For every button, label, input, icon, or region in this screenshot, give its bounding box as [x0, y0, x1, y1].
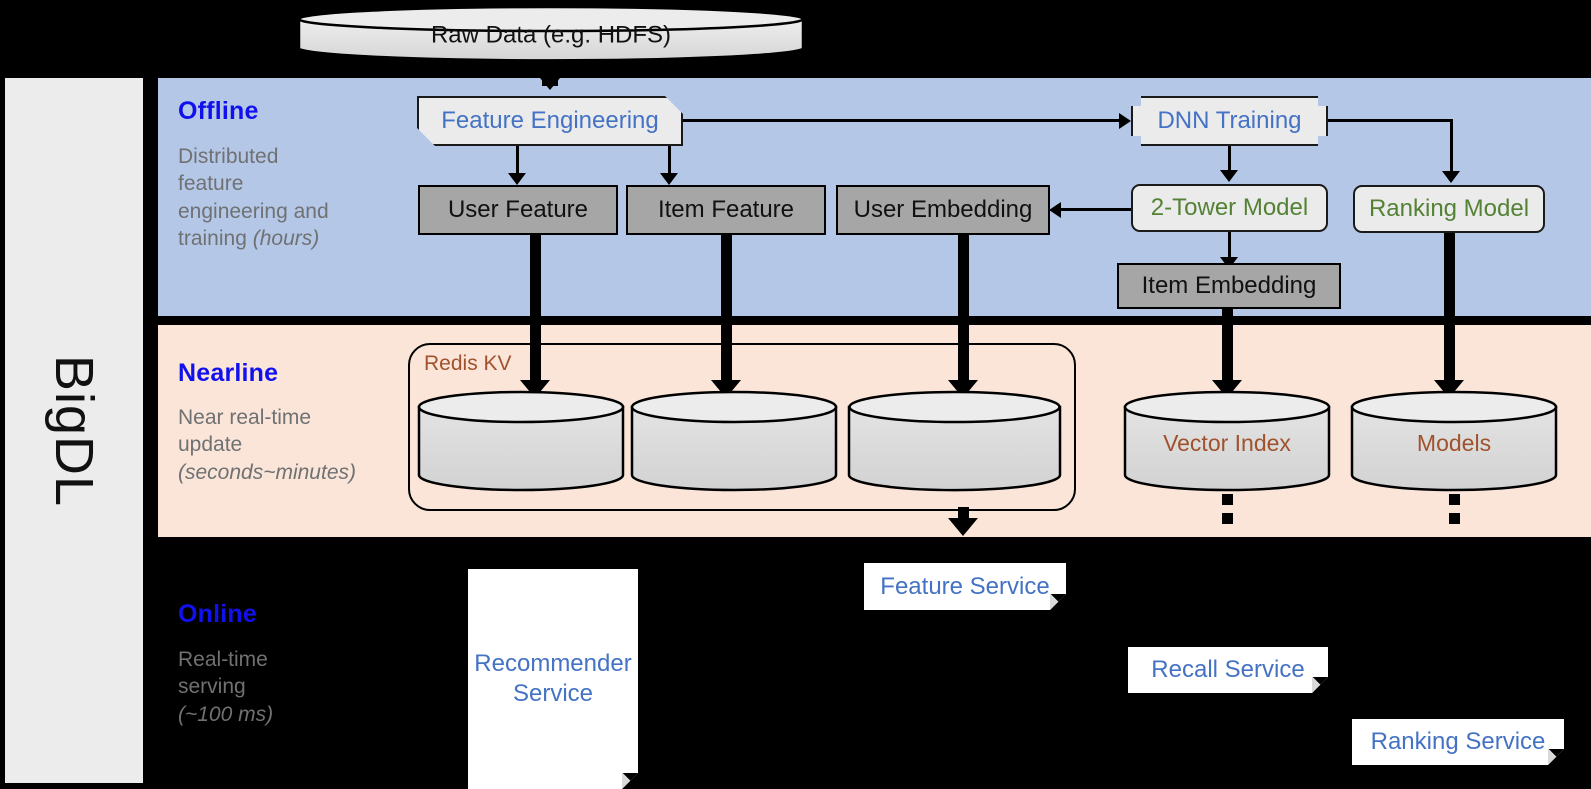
raw-data-cylinder: Raw Data (e.g. HDFS) [297, 4, 805, 64]
arrow-dnn-to-ranking [1442, 171, 1460, 183]
online-sub-l1: Real-time [178, 648, 268, 671]
models-cylinder[interactable]: Models [1350, 389, 1558, 493]
two-tower-model-node[interactable]: 2-Tower Model [1131, 184, 1328, 232]
user-embedding-node[interactable]: User Embedding [836, 185, 1050, 235]
item-feature-node[interactable]: Item Feature [626, 185, 826, 235]
nearline-subtitle: Near real-time update (seconds~minutes) [178, 404, 408, 486]
nearline-sub-l1: Near real-time [178, 406, 312, 429]
online-title: Online [178, 600, 257, 628]
arrow-rawdata-to-fe [535, 72, 565, 90]
user-embedding-store-cylinder [847, 389, 1062, 493]
connector-redis-to-featureservice [958, 507, 969, 518]
bigdl-text: BigDL [44, 354, 105, 507]
ranking-model-label: Ranking Model [1368, 195, 1530, 222]
feature-engineering-label: Feature Engineering [441, 107, 659, 134]
arrow-fe-to-dnn [1119, 113, 1131, 129]
connector-dnn-to-ranking-v [1450, 119, 1453, 171]
pipe-userembedding-to-redis [958, 235, 969, 387]
connector-2tower-to-userembedding [1061, 208, 1131, 211]
connector-dnn-to-2tower [1228, 146, 1231, 170]
user-feature-store-cylinder [417, 389, 625, 493]
offline-sub-l4: training [178, 226, 253, 250]
vector-index-cylinder[interactable]: Vector Index [1123, 389, 1331, 493]
user-embedding-label: User Embedding [853, 196, 1033, 223]
user-feature-node[interactable]: User Feature [418, 185, 618, 235]
redis-kv-label: Redis KV [424, 352, 512, 375]
arrow-redis-to-featureservice [948, 518, 978, 536]
recommender-service-label-l1: Recommender [474, 650, 632, 677]
nearline-title: Nearline [178, 359, 279, 387]
redis-kv-container [408, 343, 1076, 511]
connector-fe-to-itemfeature [668, 146, 671, 173]
bigdl-sidebar: BigDL [5, 78, 143, 783]
user-feature-label: User Feature [447, 196, 589, 223]
offline-title: Offline [178, 97, 259, 125]
ranking-service-node[interactable]: Ranking Service [1352, 719, 1564, 765]
online-sub-l2: serving [178, 675, 246, 699]
connector-dnn-to-ranking-h [1328, 119, 1452, 122]
connector-fe-to-userfeature [516, 146, 519, 173]
ranking-model-node[interactable]: Ranking Model [1353, 185, 1545, 233]
connector-models-dot1 [1449, 494, 1460, 505]
offline-subtitle: Distributed feature engineering and trai… [178, 143, 393, 252]
item-feature-label: Item Feature [657, 196, 795, 223]
recommender-service-node[interactable]: Recommender Service [468, 569, 638, 789]
feature-service-node[interactable]: Feature Service [864, 563, 1066, 610]
offline-sub-l1: Distributed [178, 145, 279, 168]
bigdl-label: BigDL [5, 78, 143, 783]
dnn-training-label: DNN Training [1157, 107, 1302, 134]
item-embedding-label: Item Embedding [1141, 272, 1317, 299]
two-tower-model-label: 2-Tower Model [1150, 194, 1309, 221]
feature-engineering-node[interactable]: Feature Engineering [417, 96, 683, 146]
item-feature-store-cylinder [630, 389, 838, 493]
pipe-rankingmodel-to-models [1444, 233, 1455, 387]
arrow-fe-to-userfeature [508, 173, 526, 185]
nearline-sub-italic: (seconds~minutes) [178, 460, 356, 484]
connector-vectorindex-dot2 [1222, 513, 1233, 524]
arrow-fe-to-itemfeature [660, 173, 678, 185]
recall-service-node[interactable]: Recall Service [1128, 647, 1328, 693]
recall-service-label: Recall Service [1151, 656, 1305, 683]
offline-sub-l3: engineering and [178, 199, 329, 223]
connector-vectorindex-dot1 [1222, 494, 1233, 505]
dnn-training-node[interactable]: DNN Training [1131, 96, 1328, 146]
nearline-sub-l2: update [178, 433, 243, 457]
ranking-service-label: Ranking Service [1370, 728, 1546, 755]
online-sub-italic: (~100 ms) [178, 702, 274, 726]
item-embedding-node[interactable]: Item Embedding [1117, 263, 1341, 309]
connector-rawdata-fe [549, 62, 552, 78]
connector-2tower-to-itememb [1228, 232, 1231, 257]
feature-service-label: Feature Service [880, 572, 1050, 600]
recommender-service-label-l2: Service [512, 680, 594, 707]
pipe-itemfeature-to-redis [721, 235, 732, 387]
arrow-2tower-to-userembedding [1049, 202, 1061, 218]
arrow-dnn-to-2tower [1220, 170, 1238, 182]
pipe-userfeature-to-redis [530, 235, 541, 387]
offline-sub-italic: (hours) [252, 226, 320, 250]
online-subtitle: Real-time serving (~100 ms) [178, 646, 408, 728]
connector-models-dot2 [1449, 513, 1460, 524]
offline-sub-l2: feature [178, 172, 244, 196]
pipe-itememb-to-vectorindex [1222, 309, 1233, 387]
connector-fe-to-dnn [683, 119, 1119, 122]
